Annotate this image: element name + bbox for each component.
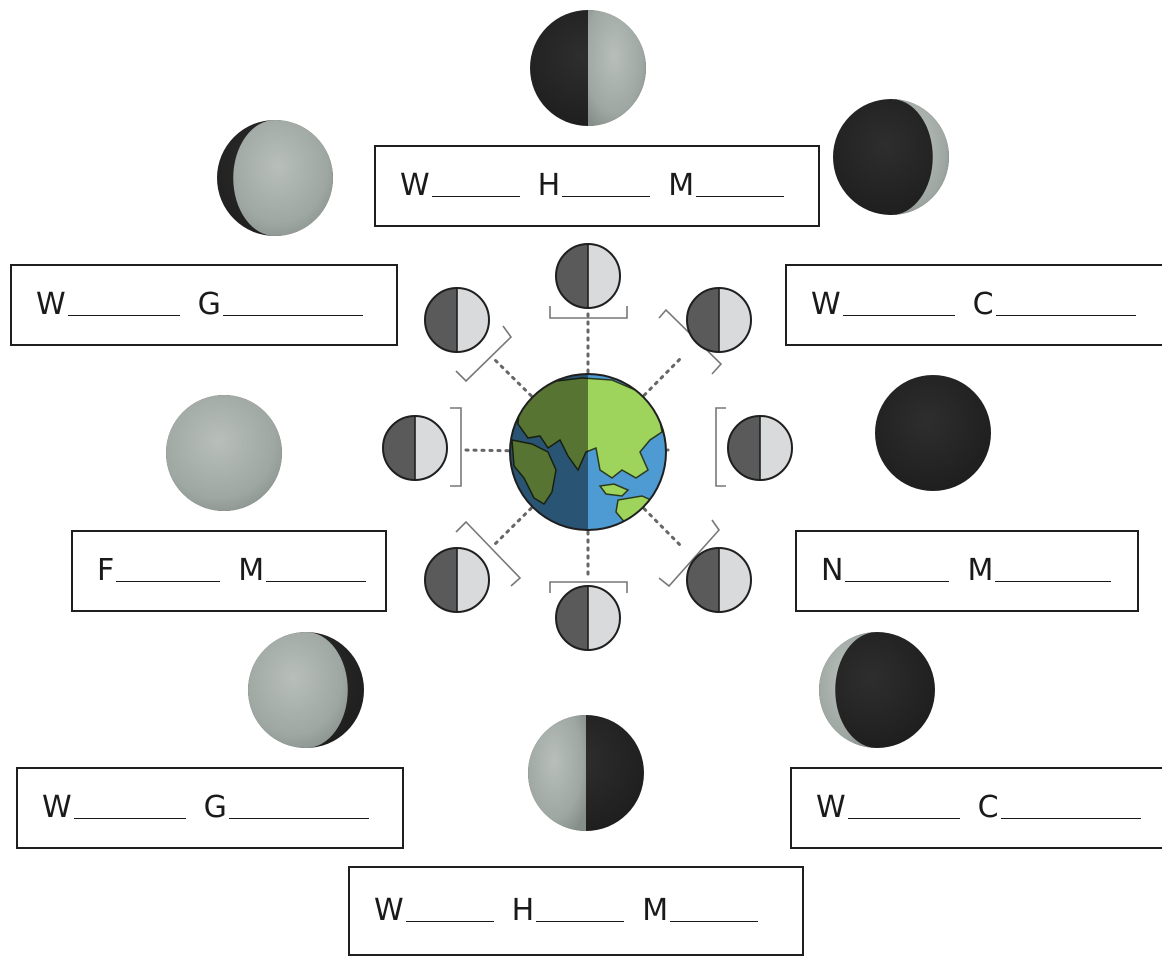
orbit-bracket — [455, 520, 522, 587]
orbit-bracket — [549, 306, 628, 319]
blank-field[interactable]: W — [816, 793, 960, 823]
half-lit-moon-icon — [727, 415, 793, 481]
moon-phase-icon — [166, 395, 282, 511]
letter-hint: C — [977, 790, 999, 825]
blank-field[interactable]: W — [36, 290, 180, 320]
blank-field[interactable]: C — [973, 290, 1136, 320]
letter-hint: G — [197, 287, 221, 322]
moon-phase-icon — [833, 99, 949, 215]
blank-field[interactable]: W — [811, 290, 955, 320]
letter-hint: W — [42, 790, 72, 825]
half-lit-moon-icon — [555, 243, 621, 309]
label-box-top: W H M — [374, 145, 820, 227]
letter-hint: W — [400, 168, 430, 203]
blank-field[interactable]: M — [238, 553, 367, 588]
phase-moons — [166, 10, 991, 831]
moon-phase-icon — [875, 375, 991, 491]
earth-land-indonesia — [598, 483, 630, 497]
letter-hint: N — [821, 553, 844, 588]
orbit-spoke — [462, 448, 590, 454]
blank-field[interactable]: W — [400, 171, 520, 201]
orbit-bracket — [715, 407, 726, 487]
label-box-lower-right: W C — [790, 767, 1162, 849]
orbit-bracket — [658, 519, 721, 588]
blank-field[interactable]: G — [198, 290, 363, 320]
label-box-upper-right: W C — [785, 264, 1162, 346]
letter-hint: M — [967, 553, 994, 588]
half-lit-moon-icon — [686, 547, 752, 613]
moon-phase-icon — [819, 632, 935, 748]
label-box-right: N M — [795, 530, 1139, 612]
letter-hint: W — [811, 287, 841, 322]
blank-field[interactable]: C — [978, 793, 1141, 823]
half-lit-moon-icon — [424, 287, 490, 353]
blank-field[interactable]: H — [538, 171, 651, 201]
blank-field[interactable]: H — [512, 896, 625, 926]
letter-hint: H — [511, 893, 535, 928]
blank-field[interactable]: M — [967, 553, 1112, 588]
blank-field[interactable]: F — [97, 553, 221, 588]
letter-hint: M — [642, 893, 669, 928]
label-box-bottom: W H M — [348, 866, 804, 956]
letter-hint: M — [238, 553, 265, 588]
letter-hint: H — [537, 168, 561, 203]
earth-globe-icon — [509, 373, 667, 531]
blank-field[interactable]: W — [374, 896, 494, 926]
moon-phase-icon — [248, 632, 364, 748]
letter-hint: F — [97, 553, 115, 588]
letter-hint: C — [972, 287, 994, 322]
moon-phase-icon — [530, 10, 646, 126]
letter-hint: W — [36, 287, 66, 322]
orbit-bracket — [450, 407, 462, 487]
blank-field[interactable]: M — [642, 893, 759, 928]
half-lit-moon-icon — [382, 415, 448, 481]
orbit-moons — [382, 243, 793, 651]
moon-phase-icon — [528, 715, 644, 831]
half-lit-moon-icon — [686, 287, 752, 353]
blank-field[interactable]: M — [668, 168, 785, 203]
letter-hint: M — [668, 168, 695, 203]
half-lit-moon-icon — [424, 547, 490, 613]
orbit-bracket — [455, 325, 513, 383]
label-box-upper-left: W G — [10, 264, 398, 346]
half-lit-moon-icon — [555, 585, 621, 651]
label-box-left: F M — [71, 530, 387, 612]
blank-field[interactable]: G — [204, 793, 369, 823]
orbit-bracket — [549, 581, 628, 593]
moon-phase-icon — [217, 120, 333, 236]
blank-field[interactable]: N — [821, 553, 950, 588]
earth-land-africa — [511, 439, 557, 506]
letter-hint: W — [374, 893, 404, 928]
label-box-lower-left: W G — [16, 767, 404, 849]
letter-hint: W — [816, 790, 846, 825]
letter-hint: G — [203, 790, 227, 825]
blank-field[interactable]: W — [42, 793, 186, 823]
earth-land-australia — [615, 495, 663, 530]
